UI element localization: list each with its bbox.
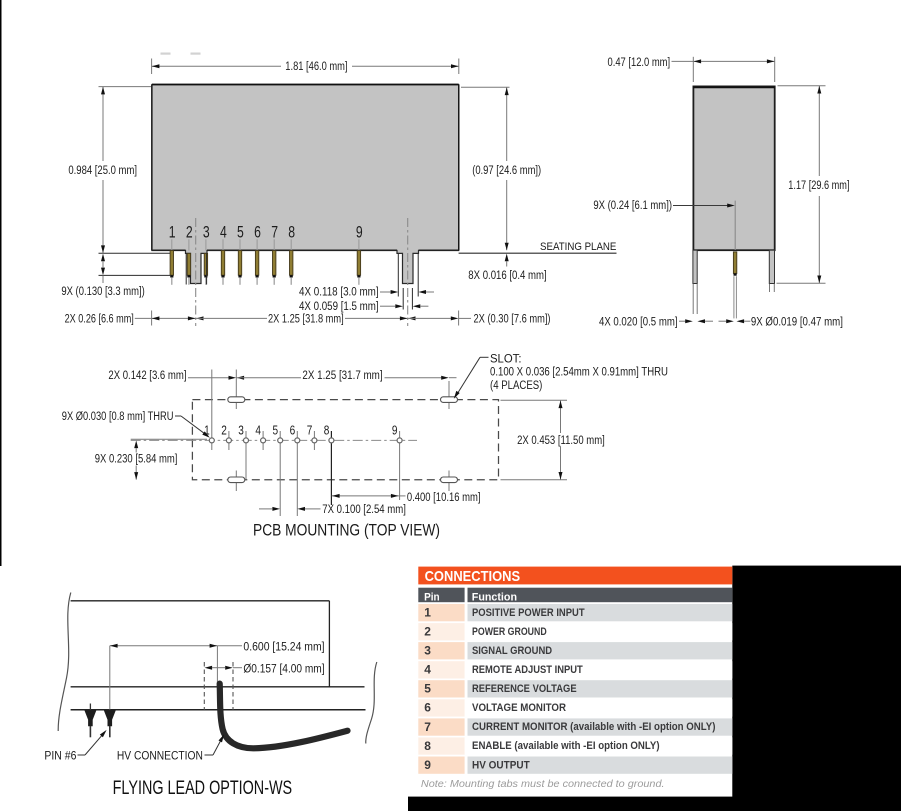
svg-text:POWER GROUND: POWER GROUND — [472, 626, 547, 638]
svg-text:(0.97 [24.6 mm]): (0.97 [24.6 mm]) — [472, 163, 541, 177]
svg-text:2: 2 — [221, 422, 227, 437]
svg-text:2X 1.25 [31.7 mm]: 2X 1.25 [31.7 mm] — [302, 368, 382, 382]
svg-text:0.47 [12.0 mm]: 0.47 [12.0 mm] — [608, 55, 671, 69]
svg-text:2: 2 — [186, 224, 193, 242]
svg-text:8: 8 — [324, 422, 330, 437]
svg-text:REMOTE ADJUST INPUT: REMOTE ADJUST INPUT — [472, 664, 583, 676]
svg-text:9X (0.130 [3.3 mm]): 9X (0.130 [3.3 mm]) — [61, 284, 144, 298]
svg-text:Note: Mounting tabs must be co: Note: Mounting tabs must be connected to… — [421, 779, 665, 790]
svg-text:HV CONNECTION: HV CONNECTION — [117, 748, 203, 762]
svg-text:6: 6 — [254, 224, 261, 242]
svg-text:4X 0.118 [3.0 mm]: 4X 0.118 [3.0 mm] — [299, 284, 379, 298]
svg-text:9X (0.24 [6.1 mm]): 9X (0.24 [6.1 mm]) — [593, 198, 672, 212]
svg-text:3: 3 — [203, 224, 210, 242]
svg-text:2X 0.142 [3.6 mm]: 2X 0.142 [3.6 mm] — [108, 368, 186, 382]
svg-text:SEATING PLANE: SEATING PLANE — [540, 241, 616, 253]
svg-text:8X 0.016 [0.4 mm]: 8X 0.016 [0.4 mm] — [468, 268, 546, 282]
svg-text:4X 0.020 [0.5 mm]: 4X 0.020 [0.5 mm] — [599, 314, 678, 328]
svg-text:7: 7 — [271, 224, 278, 242]
svg-text:4X 0.059 [1.5 mm]: 4X 0.059 [1.5 mm] — [299, 299, 379, 313]
svg-text:2X (0.30 [7.6 mm]): 2X (0.30 [7.6 mm]) — [474, 311, 551, 325]
svg-text:VOLTAGE MONITOR: VOLTAGE MONITOR — [472, 702, 566, 714]
svg-text:ENABLE (available with -EI opt: ENABLE (available with -EI option ONLY) — [472, 740, 660, 752]
svg-text:5: 5 — [273, 422, 279, 437]
svg-text:Function: Function — [472, 591, 517, 603]
svg-text:4: 4 — [255, 422, 261, 437]
svg-text:REFERENCE VOLTAGE: REFERENCE VOLTAGE — [472, 683, 577, 695]
svg-text:9: 9 — [424, 758, 431, 772]
svg-text:9X Ø0.019 [0.47 mm]: 9X Ø0.019 [0.47 mm] — [751, 314, 843, 328]
svg-text:6: 6 — [424, 701, 431, 715]
svg-text:HV OUTPUT: HV OUTPUT — [472, 759, 530, 771]
svg-text:4: 4 — [424, 663, 431, 677]
svg-text:1.81 [46.0 mm]: 1.81 [46.0 mm] — [285, 59, 347, 73]
svg-text:0.400 [10.16 mm]: 0.400 [10.16 mm] — [407, 490, 481, 504]
svg-text:PIN #6: PIN #6 — [44, 748, 76, 762]
svg-text:1.17 [29.6 mm]: 1.17 [29.6 mm] — [788, 178, 849, 192]
svg-text:5: 5 — [237, 224, 244, 242]
svg-text:FLYING LEAD OPTION-WS: FLYING LEAD OPTION-WS — [113, 777, 293, 799]
svg-text:1: 1 — [204, 422, 210, 437]
svg-text:0.600 [15.24 mm]: 0.600 [15.24 mm] — [243, 640, 324, 654]
svg-text:Pin: Pin — [424, 591, 440, 603]
svg-text:CURRENT MONITOR (available wit: CURRENT MONITOR (available with -EI opti… — [472, 721, 716, 733]
svg-text:6: 6 — [290, 422, 296, 437]
svg-text:9X 0.230 [5.84 mm]: 9X 0.230 [5.84 mm] — [95, 452, 178, 466]
svg-text:9: 9 — [392, 422, 398, 437]
svg-text:1: 1 — [424, 605, 431, 619]
svg-text:CONNECTIONS: CONNECTIONS — [425, 569, 521, 585]
svg-text:Ø0.157 [4.00 mm]: Ø0.157 [4.00 mm] — [243, 662, 324, 676]
svg-text:2X 0.26 [6.6 mm]: 2X 0.26 [6.6 mm] — [65, 311, 134, 325]
svg-text:SLOT:: SLOT: — [490, 352, 522, 366]
svg-text:3: 3 — [424, 644, 431, 658]
svg-text:2X 1.25 [31.8 mm]: 2X 1.25 [31.8 mm] — [268, 311, 344, 325]
svg-text:5: 5 — [424, 682, 431, 696]
svg-text:7X 0.100 [2.54 mm]: 7X 0.100 [2.54 mm] — [322, 502, 406, 516]
svg-text:0.984 [25.0 mm]: 0.984 [25.0 mm] — [68, 163, 137, 177]
svg-text:7: 7 — [307, 422, 313, 437]
svg-text:9: 9 — [356, 224, 363, 242]
svg-text:(4 PLACES): (4 PLACES) — [490, 378, 542, 392]
svg-text:POSITIVE POWER INPUT: POSITIVE POWER INPUT — [472, 607, 585, 619]
svg-text:3: 3 — [238, 422, 244, 437]
svg-text:9X Ø0.030 [0.8 mm] THRU: 9X Ø0.030 [0.8 mm] THRU — [62, 409, 174, 423]
svg-text:SIGNAL GROUND: SIGNAL GROUND — [472, 645, 552, 657]
svg-text:8: 8 — [288, 224, 295, 242]
svg-text:4: 4 — [220, 224, 227, 242]
svg-text:7: 7 — [424, 720, 431, 734]
svg-text:1: 1 — [169, 224, 176, 242]
svg-text:0.100 X 0.036 [2.54mm X 0.91mm: 0.100 X 0.036 [2.54mm X 0.91mm] THRU — [490, 365, 668, 379]
svg-text:2: 2 — [424, 625, 431, 639]
svg-text:8: 8 — [424, 739, 431, 753]
svg-text:2X 0.453 [11.50 mm]: 2X 0.453 [11.50 mm] — [517, 433, 605, 447]
svg-text:PCB MOUNTING (TOP VIEW): PCB MOUNTING (TOP VIEW) — [253, 522, 440, 540]
